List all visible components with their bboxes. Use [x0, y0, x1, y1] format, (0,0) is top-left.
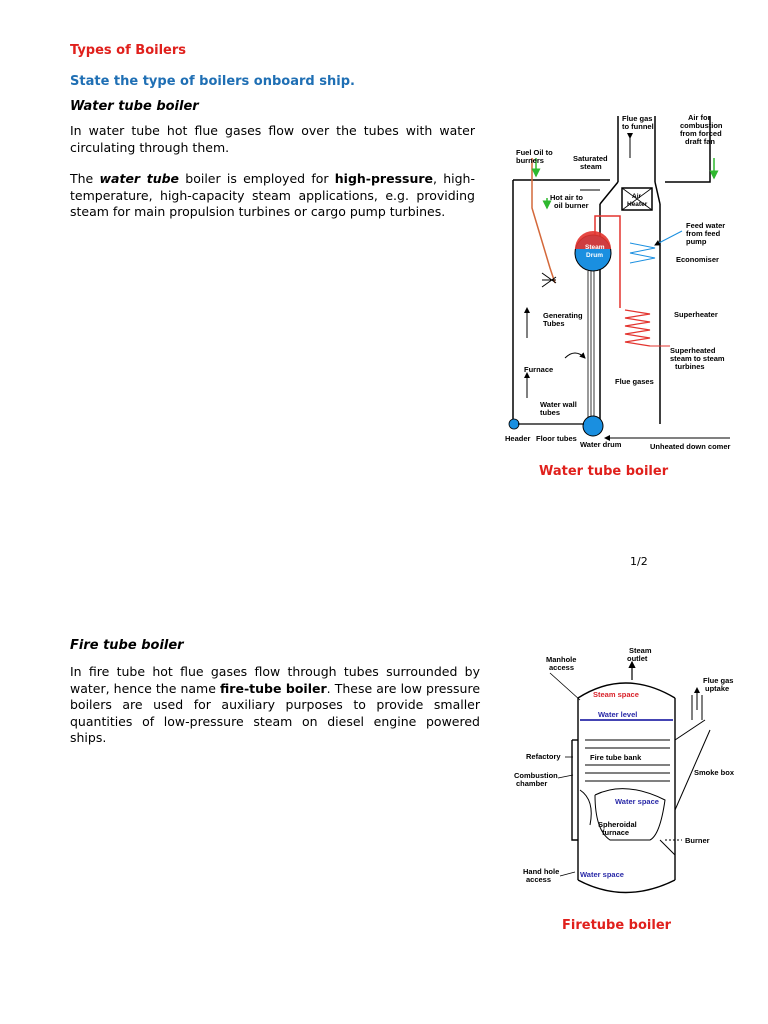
fire-tube-heading: Fire tube boiler: [70, 638, 184, 653]
water-tube-heading: Water tube boiler: [70, 99, 199, 114]
question-text: State the type of boilers onboard ship.: [70, 74, 355, 89]
label-fire-tube-bank: Fire tube bank: [590, 753, 642, 762]
label-flue-gases: Flue gases: [615, 377, 654, 386]
water-drum: [582, 415, 604, 437]
label-economiser: Economiser: [676, 255, 719, 264]
label-superheater: Superheater: [674, 310, 718, 319]
label-smoke-box: Smoke box: [694, 768, 735, 777]
fuel-oil-pipe: [531, 158, 556, 284]
fire-tube-caption: Firetube boiler: [562, 918, 672, 933]
superheater-coil: [624, 309, 651, 347]
water-tube-paragraph-1: In water tube hot flue gases flow over t…: [70, 123, 475, 155]
header-drum: [508, 418, 520, 430]
economiser-coil: [629, 242, 656, 264]
spheroidal-furnace: [594, 788, 666, 841]
water-tube-paragraph-2: The water tube boiler is employed for hi…: [70, 171, 475, 219]
label-water-drum: Water drum: [580, 440, 622, 449]
fire-tube-paragraph: In fire tube hot flue gases flow through…: [70, 664, 481, 745]
label-downcomer: Unheated down comer: [650, 442, 731, 451]
label-water-level: Water level: [598, 710, 637, 719]
label-header: Header: [505, 434, 531, 443]
label-furnace: Furnace: [524, 365, 553, 374]
label-burner: Burner: [685, 836, 710, 845]
water-tube-caption: Water tube boiler: [539, 464, 669, 479]
boiler-shell: [571, 682, 676, 894]
document-title: Types of Boilers: [70, 43, 187, 58]
page-number: 1/2: [630, 555, 648, 568]
label-water-space-bottom: Water space: [580, 870, 624, 879]
label-water-space-top: Water space: [615, 797, 659, 806]
label-floor-tubes: Floor tubes: [536, 434, 577, 443]
label-steam-space: Steam space: [593, 690, 639, 699]
saturated-steam-pipe: [594, 215, 621, 308]
label-refactory: Refactory: [526, 752, 561, 761]
